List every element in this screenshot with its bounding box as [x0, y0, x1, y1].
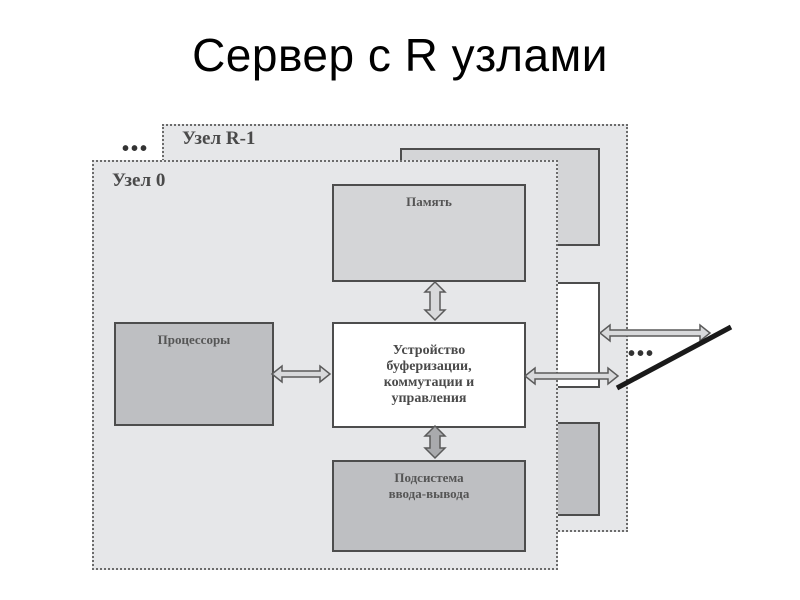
switch-label-line2: буферизации, — [386, 359, 472, 374]
switch-label-line3: коммутации и — [383, 375, 475, 390]
processors-label: Процессоры — [157, 332, 231, 347]
node-0-label: Узел 0 — [112, 170, 166, 191]
io-label-line2: ввода-вывода — [388, 486, 470, 501]
interconnect-line — [615, 324, 733, 391]
node0-network-arrow — [523, 366, 620, 386]
switch-block: Устройство буферизации, коммутации и упр… — [332, 322, 526, 428]
io-label-line1: Подсистема — [394, 470, 464, 485]
processors-block: Процессоры — [114, 322, 274, 426]
node-r1-network-arrow — [598, 323, 712, 343]
nodes-ellipsis: ••• — [122, 138, 150, 160]
node-0: Узел 0 Память Процессоры Устройство буфе… — [92, 160, 558, 570]
memory-switch-arrow — [423, 280, 447, 322]
slide-title: Сервер с R узлами — [192, 29, 608, 81]
memory-block: Память — [332, 184, 526, 282]
io-block: Подсистема ввода-вывода — [332, 460, 526, 552]
memory-label: Память — [406, 194, 452, 209]
switch-label-line4: управления — [391, 391, 467, 406]
switch-io-arrow — [423, 424, 447, 460]
switch-label-line1: Устройство — [392, 343, 466, 358]
node-r-minus-1-label: Узел R-1 — [182, 128, 256, 149]
links-ellipsis: ••• — [628, 343, 656, 365]
processors-switch-arrow — [270, 364, 332, 384]
